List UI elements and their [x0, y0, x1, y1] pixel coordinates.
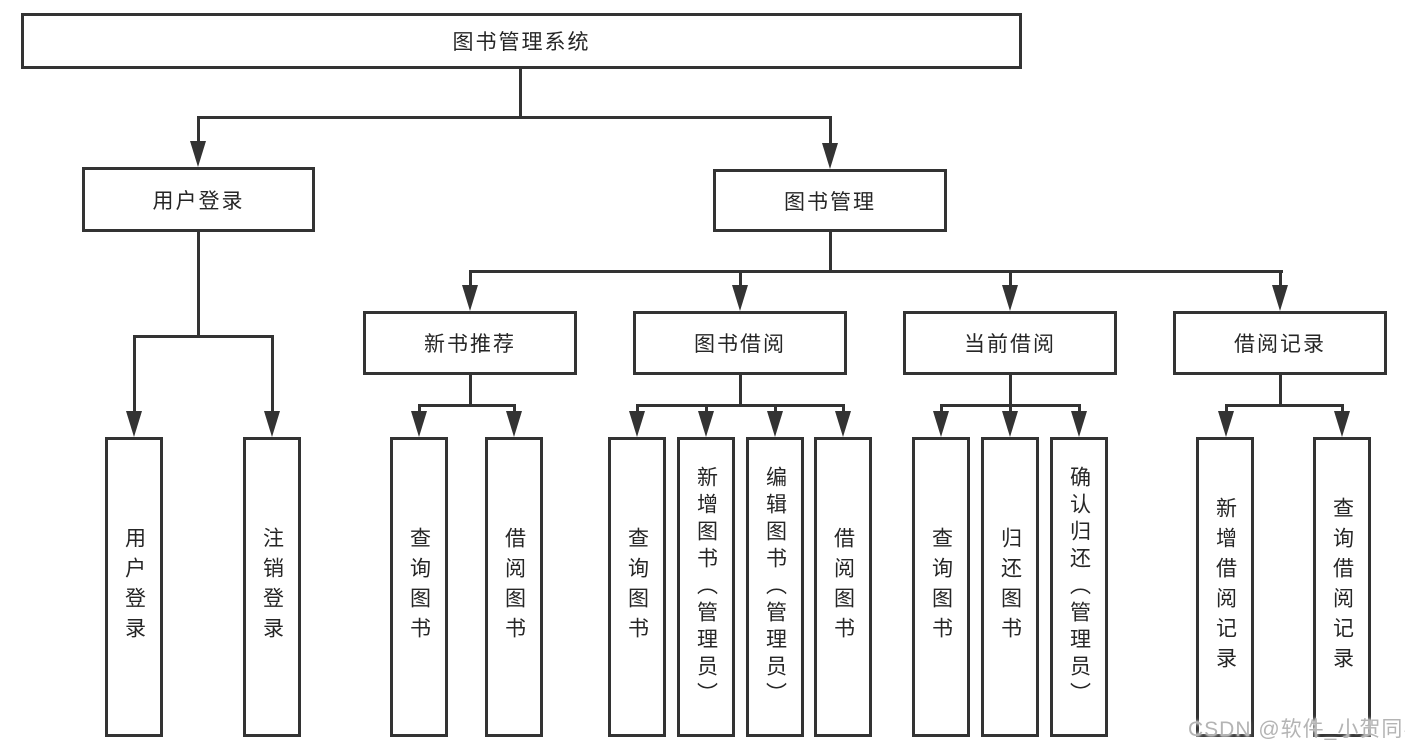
leaf-nbr-query-books: 查询图书	[390, 437, 448, 737]
line	[739, 273, 742, 288]
node-label: 确认归还（管理员）	[1067, 465, 1091, 709]
node-borrowing-records: 借阅记录	[1173, 311, 1387, 375]
line	[940, 404, 1081, 407]
line	[1009, 375, 1012, 407]
line	[133, 338, 136, 414]
node-new-book-recommendation: 新书推荐	[363, 311, 577, 375]
leaf-cb-confirm-return-admin: 确认归还（管理员）	[1050, 437, 1108, 737]
line	[519, 69, 522, 119]
line	[636, 404, 845, 407]
node-label: 图书管理	[784, 190, 876, 214]
node-label: 图书管理系统	[452, 31, 591, 54]
line	[197, 232, 200, 338]
arrowhead	[1218, 411, 1234, 437]
line	[469, 375, 472, 407]
line	[1279, 273, 1282, 288]
arrowhead	[767, 411, 783, 437]
node-label: 编辑图书（管理员）	[763, 465, 787, 709]
node-current-borrowing: 当前借阅	[903, 311, 1117, 375]
leaf-br-query-record: 查询借阅记录	[1313, 437, 1371, 737]
arrowhead	[933, 411, 949, 437]
line	[418, 404, 516, 407]
node-book-management: 图书管理	[713, 169, 947, 232]
arrowhead	[1002, 411, 1018, 437]
arrowhead	[264, 411, 280, 437]
node-book-borrowing: 图书借阅	[633, 311, 847, 375]
node-library-management-system: 图书管理系统	[21, 13, 1022, 69]
line	[1279, 375, 1282, 407]
leaf-user-login: 用户登录	[105, 437, 163, 737]
line	[739, 375, 742, 407]
leaf-logout: 注销登录	[243, 437, 301, 737]
node-label: 用户登录	[122, 527, 146, 647]
node-label: 查询借阅记录	[1330, 497, 1354, 677]
watermark: CSDN @软件_小贺同学	[1188, 718, 1405, 741]
node-label: 借阅记录	[1234, 333, 1326, 356]
arrowhead	[126, 411, 142, 437]
node-label: 借阅图书	[831, 527, 855, 647]
line	[469, 273, 472, 288]
arrowhead	[1002, 285, 1018, 311]
line	[197, 116, 832, 119]
node-label: 新增图书（管理员）	[694, 465, 718, 709]
node-label: 当前借阅	[964, 333, 1056, 356]
arrowhead	[1334, 411, 1350, 437]
arrowhead	[506, 411, 522, 437]
line	[469, 270, 1283, 273]
line	[829, 232, 832, 273]
node-label: 注销登录	[260, 527, 284, 647]
arrowhead	[835, 411, 851, 437]
arrowhead	[411, 411, 427, 437]
node-label: 新书推荐	[424, 333, 516, 356]
line	[829, 119, 832, 147]
node-user-login: 用户登录	[82, 167, 315, 232]
node-label: 查询图书	[407, 527, 431, 647]
arrowhead	[1071, 411, 1087, 437]
leaf-bb-query-books: 查询图书	[608, 437, 666, 737]
node-label: 查询图书	[625, 527, 649, 647]
node-label: 归还图书	[998, 527, 1022, 647]
node-label: 用户登录	[152, 189, 245, 213]
arrowhead	[1272, 285, 1288, 311]
arrowhead	[629, 411, 645, 437]
line	[197, 119, 200, 145]
leaf-nbr-borrow-books: 借阅图书	[485, 437, 543, 737]
leaf-cb-return-books: 归还图书	[981, 437, 1039, 737]
arrowhead	[462, 285, 478, 311]
node-label: 查询图书	[929, 527, 953, 647]
node-label: 新增借阅记录	[1213, 497, 1237, 677]
node-label: 图书借阅	[694, 333, 786, 356]
node-label: 借阅图书	[502, 527, 526, 647]
leaf-cb-query-books: 查询图书	[912, 437, 970, 737]
arrowhead	[698, 411, 714, 437]
line	[1009, 273, 1012, 288]
arrowhead	[822, 143, 838, 169]
leaf-bb-borrow-books: 借阅图书	[814, 437, 872, 737]
arrowhead	[732, 285, 748, 311]
leaf-br-add-record: 新增借阅记录	[1196, 437, 1254, 737]
line	[271, 338, 274, 414]
line	[133, 335, 274, 338]
arrowhead	[190, 141, 206, 167]
leaf-bb-add-books-admin: 新增图书（管理员）	[677, 437, 735, 737]
leaf-bb-edit-books-admin: 编辑图书（管理员）	[746, 437, 804, 737]
line	[1225, 404, 1344, 407]
